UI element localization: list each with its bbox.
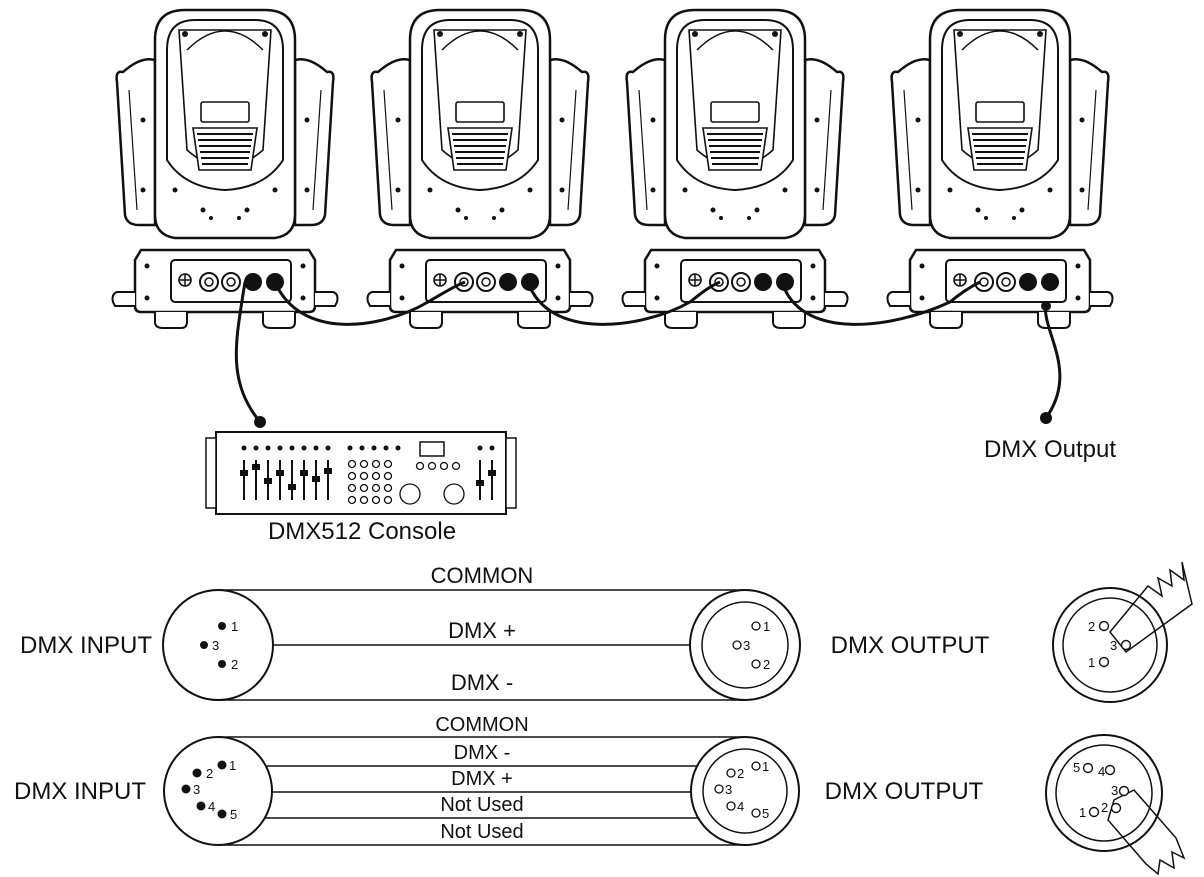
connector-pin-label: 2 [1101,800,1108,815]
dmx-console [205,431,517,515]
output-pin-label: 2 [737,766,744,781]
wire-label-dmx-minus: DMX - [454,742,511,764]
link-cable-3 [780,280,981,326]
connector-pin-label: 1 [1088,655,1095,670]
fixture-2 [366,8,594,330]
output-plug [1040,412,1052,424]
cable-3pin: 1 3 2 1 3 2 COMMON DMX + DMX - DMX INPUT… [20,563,990,701]
output-pin-label: 2 [763,657,770,672]
cable-5pin: 1 2 3 4 5 1 2 3 4 5 COMMON DMX - DMX + N… [14,714,984,846]
console-plug [254,416,266,428]
input-pin-label: 4 [208,799,215,814]
connector-pin-label: 2 [1088,619,1095,634]
link-cable-2 [526,280,721,326]
output-jack [1041,301,1051,311]
output-pin-label: 4 [737,799,744,814]
connector-pin-label: 3 [1111,783,1118,798]
fixture-4 [886,8,1114,330]
dmx-input-label: DMX INPUT [20,632,152,659]
input-pin-label: 5 [230,807,237,822]
wire-label-not-used: Not Used [440,794,523,816]
input-connector-5pin [163,736,273,846]
input-pin-label: 3 [193,782,200,797]
output-pin-label: 1 [762,759,769,774]
console-cable [234,281,262,423]
output-cable [1043,301,1062,419]
input-pin-label: 1 [229,758,236,773]
wire-label-dmx-plus: DMX + [448,618,516,643]
xlr-3pin-face: 2 3 1 [1052,561,1193,703]
output-pin-label: 5 [762,806,769,821]
connector-pin-label: 4 [1098,764,1105,779]
fixture-3 [621,8,849,330]
wire-label-dmx-minus: DMX - [451,670,513,695]
dmx-input-label: DMX INPUT [14,778,146,805]
fixture-1 [111,8,339,330]
output-pin-label: 3 [725,782,732,797]
connector-pin-label: 5 [1073,760,1080,775]
dmx-output-label: DMX OUTPUT [825,778,984,805]
input-pin-label: 3 [212,638,219,653]
wire-label-common: COMMON [431,563,534,588]
wire-label-dmx-plus: DMX + [451,768,513,790]
input-connector-3pin [162,589,274,701]
xlr-5pin-face: 5 4 3 1 2 [1045,734,1186,876]
connector-pin-label: 3 [1110,638,1117,653]
wire-label-common: COMMON [435,714,528,736]
dmx-output-label: DMX OUTPUT [831,632,990,659]
input-pin-label: 2 [231,657,238,672]
console-label: DMX512 Console [268,518,456,545]
connector-pin-label: 1 [1079,805,1086,820]
dmx-output-label: DMX Output [984,436,1116,463]
input-pin-label: 2 [206,766,213,781]
output-pin-label: 3 [743,638,750,653]
input-pin-label: 1 [231,619,238,634]
wire-label-not-used: Not Used [440,821,523,843]
output-pin-label: 1 [763,619,770,634]
link-cable-1 [273,280,466,326]
dmx-cables [234,280,1062,423]
